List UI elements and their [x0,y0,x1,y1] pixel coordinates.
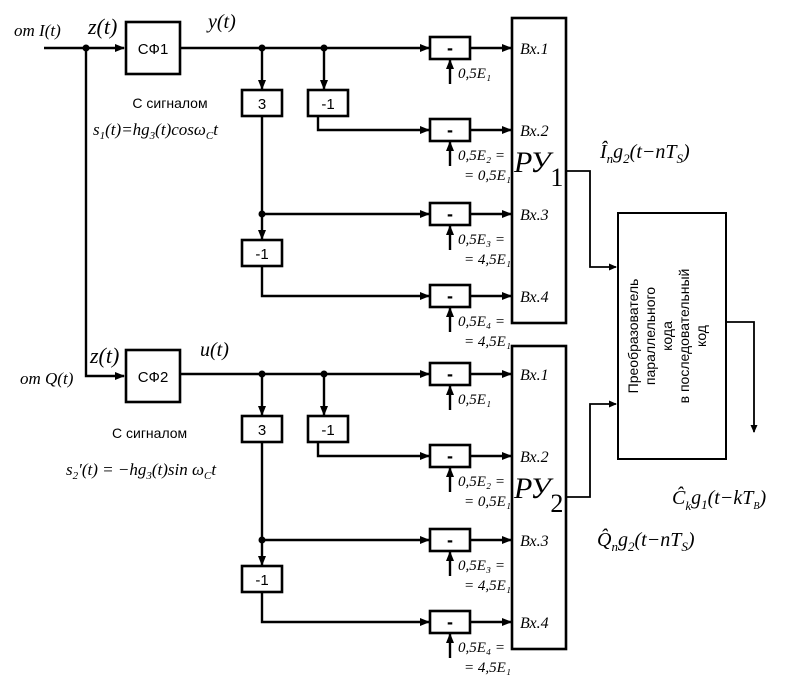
threshold-label: = 4,5E₁ [464,252,511,268]
subtractor-sign: - [447,204,453,224]
wire-converter-output [726,321,758,433]
wire-to-sub-4 [260,266,430,300]
input-label-Q: от Q(t) [20,369,74,388]
ru-input-label-1: Вх.1 [520,41,549,58]
wire-to-sf2 [84,48,125,380]
ru-input-label-2: Вх.2 [520,449,549,466]
threshold-label: = 4,5E₁ [464,334,511,350]
threshold-label: 0,5E₂ = [458,148,505,164]
signal-y-label: y(t) [206,11,236,33]
gain-neg1-lower-label: -1 [255,246,268,263]
subtractor-sign: - [447,120,453,140]
filter-label-1: СФ1 [138,41,169,58]
converter-text: Преобразователь параллельного кода в пос… [625,269,709,404]
ru-input-label-4: Вх.4 [520,289,549,306]
threshold-label: = 4,5E₁ [464,578,511,594]
subtractor-sign: - [447,364,453,384]
decision-device-label: РУ1 [513,146,563,192]
gain-neg1-label: -1 [321,422,334,439]
ru-input-label-2: Вх.2 [520,123,549,140]
threshold-label: 0,5E₃ = [458,232,505,248]
filter-label-2: СФ2 [138,369,169,386]
gain-3-box [240,88,284,118]
z-label-top: z(t) [87,14,117,39]
output-label-Q: Q̂ng2(t−nTS) [597,528,695,554]
output-label-I: Îng2(t−nTS) [599,140,690,166]
gain-3-label: 3 [258,96,266,113]
converter-line-4: в последовательный [676,269,692,404]
decision-device-label: РУ2 [513,472,563,518]
ru-input-label-1: Вх.1 [520,367,549,384]
caption-top-formula: s1(t)=hg3(t)cosωCt [93,120,219,142]
gain-neg1-box [306,88,350,118]
matched-filter-2 [124,348,182,404]
ru-input-label-3: Вх.3 [520,207,549,224]
ru-input-label-3: Вх.3 [520,533,549,550]
converter-line-3: кода [659,321,675,351]
converter-line-2: параллельного [642,287,658,385]
gain-neg1-lower-label: -1 [255,572,268,589]
subtractor-sign: - [447,530,453,550]
threshold-label: = 0,5E₁ [464,168,511,184]
gain-neg1-lower-box [240,238,284,268]
threshold-label: = 4,5E₁ [464,660,511,676]
caption-bottom-formula: s2′(t) = −hg3(t)sin ωCt [66,460,217,482]
threshold-label: 0,5E₁ [458,392,491,408]
wire-ru2-to-converter [566,400,617,498]
parallel-to-serial-converter [617,212,727,460]
gain-neg1-label: -1 [321,96,334,113]
input-label-I: от I(t) [14,21,61,40]
z-label-bottom: z(t) [89,343,119,368]
wire-ru1-to-converter [566,170,617,271]
ru-input-label-4: Вх.4 [520,615,549,632]
wire-to-sub-2 [316,442,430,460]
gain-neg1-box [306,414,350,444]
signal-u-label: u(t) [200,339,229,361]
output-label-C: Ĉkg1(t−kTB) [672,485,766,513]
subtractor-sign: - [447,612,453,632]
threshold-label: 0,5E₂ = [458,474,505,490]
converter-line-1: Преобразователь [625,279,641,394]
wire-to-sub-2 [316,116,430,134]
gain-3-label: 3 [258,422,266,439]
threshold-label: 0,5E₄ = [458,314,505,330]
subtractor-sign: - [447,38,453,58]
subtractor-sign: - [447,446,453,466]
wire-to-sub-4 [260,592,430,626]
converter-line-5: код [693,325,709,347]
threshold-label: 0,5E₄ = [458,640,505,656]
threshold-label: 0,5E₁ [458,66,491,82]
caption-bottom-label: С сигналом [112,425,187,441]
subtractor-sign: - [447,286,453,306]
threshold-label: 0,5E₃ = [458,558,505,574]
threshold-label: = 0,5E₁ [464,494,511,510]
caption-top-label: С сигналом [132,95,207,111]
